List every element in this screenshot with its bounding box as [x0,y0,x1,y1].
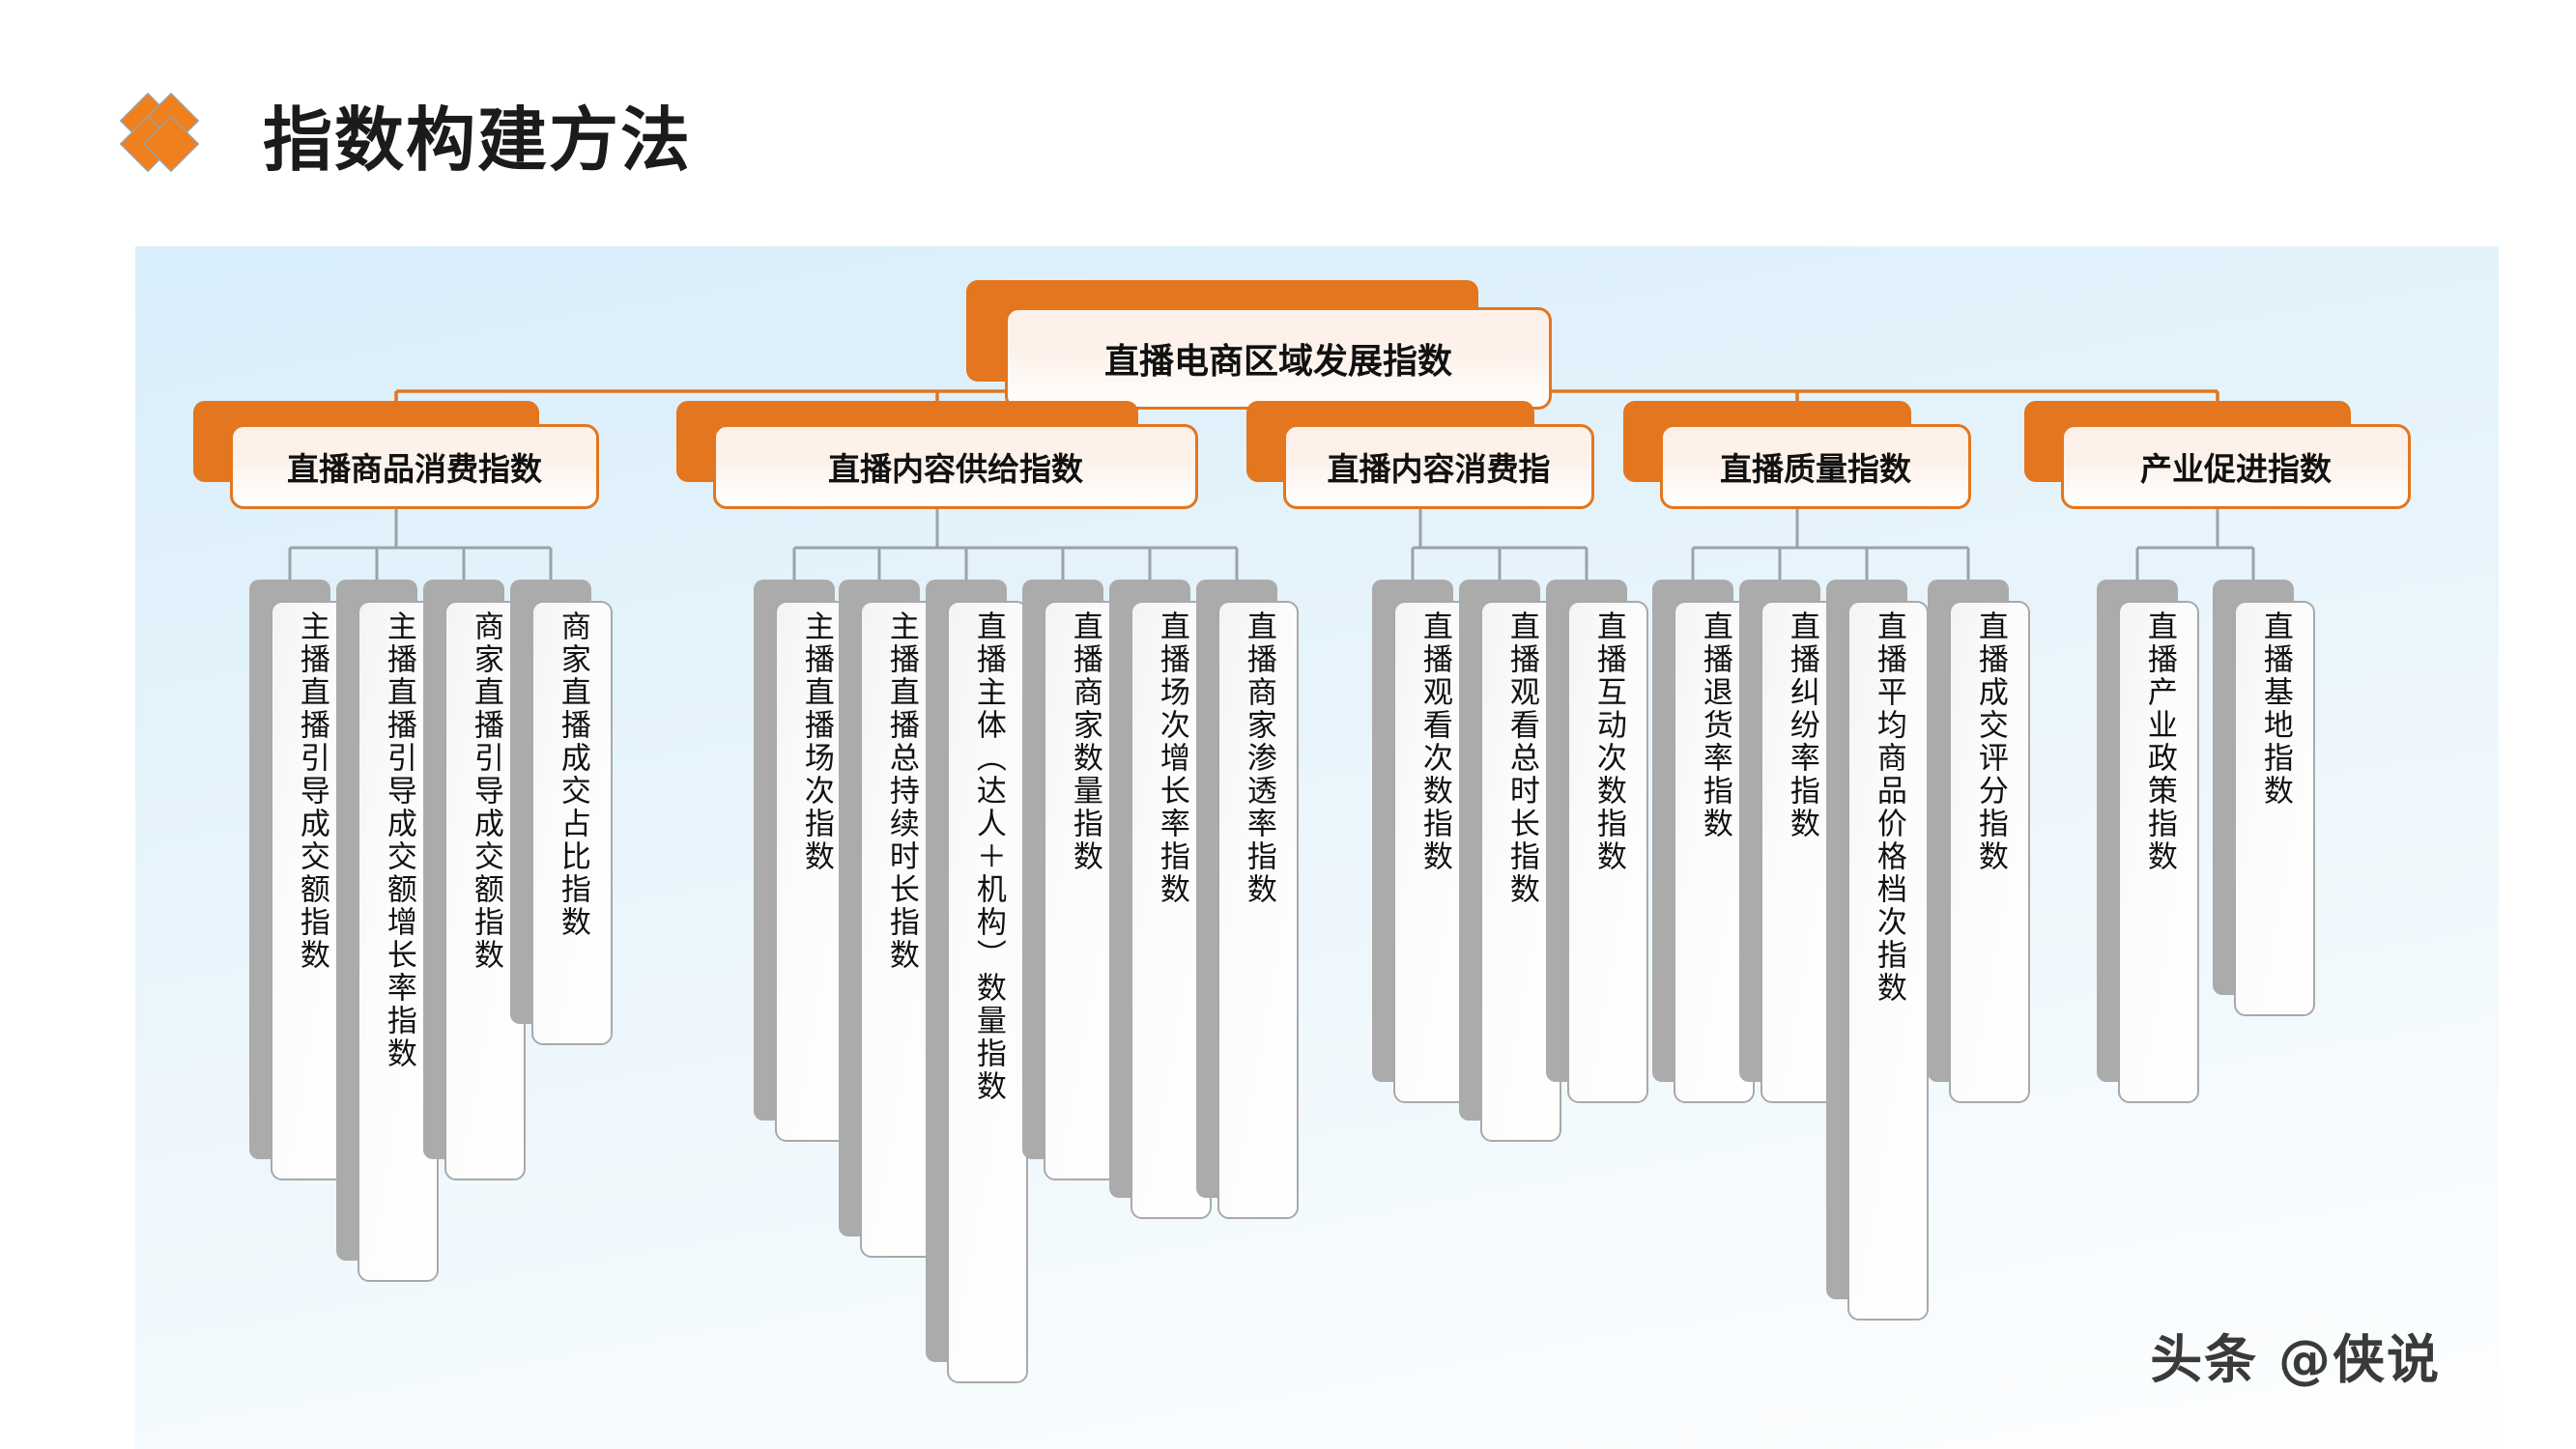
leaf-node-label: 直播基地指数 [2257,611,2293,808]
leaf-node-label: 直播观看次数指数 [1417,611,1452,873]
watermark: 头条 @侠说 [2150,1329,2441,1390]
leaf-node[interactable]: 直播产业政策指数 [2097,580,2199,1103]
leaf-node-label: 直播商家渗透率指数 [1241,611,1276,906]
branch-node-label: 直播内容供给指数 [713,424,1198,509]
branch-node-3[interactable]: 直播内容消费指 [1246,401,1594,509]
leaf-node-label: 商家直播成交占比指数 [555,611,590,939]
leaf-node-label: 商家直播引导成交额指数 [468,611,503,972]
leaf-node-face: 商家直播成交占比指数 [531,601,613,1045]
branch-node-2[interactable]: 直播内容供给指数 [676,401,1198,509]
leaf-node[interactable]: 直播主体（达人＋机构）数量指数 [926,580,1028,1383]
leaf-node-face: 直播主体（达人＋机构）数量指数 [947,601,1028,1383]
leaf-node[interactable]: 商家直播成交占比指数 [510,580,613,1045]
leaf-node-label: 直播场次增长率指数 [1154,611,1189,906]
leaf-node-label: 主播直播引导成交额指数 [294,611,329,972]
page-header: 指数构建方法 [0,0,2576,246]
branch-node-label: 直播内容消费指 [1283,424,1594,509]
leaf-node[interactable]: 直播互动次数指数 [1546,580,1648,1103]
leaf-node[interactable]: 直播平均商品价格档次指数 [1826,580,1929,1321]
root-node[interactable]: 直播电商区域发展指数 [966,280,1552,410]
leaf-node-label: 直播主体（达人＋机构）数量指数 [970,611,1006,1103]
leaf-node[interactable]: 直播成交评分指数 [1928,580,2030,1103]
leaf-node-label: 直播退货率指数 [1697,611,1732,840]
root-node-label: 直播电商区域发展指数 [1005,307,1552,410]
leaf-node[interactable]: 直播基地指数 [2213,580,2315,1016]
leaf-node-label: 直播成交评分指数 [1972,611,2008,873]
branch-node-label: 产业促进指数 [2061,424,2411,509]
branch-node-1[interactable]: 直播商品消费指数 [193,401,599,509]
branch-node-5[interactable]: 产业促进指数 [2024,401,2411,509]
leaf-node-label: 直播产业政策指数 [2141,611,2177,873]
leaf-node-face: 直播成交评分指数 [1949,601,2030,1103]
page-title: 指数构建方法 [263,99,693,181]
leaf-node-label: 直播纠纷率指数 [1784,611,1819,840]
branch-node-label: 直播质量指数 [1660,424,1971,509]
leaf-node-face: 直播商家渗透率指数 [1217,601,1299,1219]
leaf-node[interactable]: 直播商家渗透率指数 [1196,580,1299,1219]
leaf-node-face: 直播产业政策指数 [2118,601,2199,1103]
branch-node-4[interactable]: 直播质量指数 [1623,401,1971,509]
leaf-node-label: 直播平均商品价格档次指数 [1871,611,1906,1005]
leaf-node-face: 直播互动次数指数 [1567,601,1648,1103]
leaf-node-label: 直播互动次数指数 [1590,611,1626,873]
leaf-node-label: 主播直播引导成交额增长率指数 [381,611,416,1070]
leaf-node-label: 主播直播场次指数 [798,611,834,873]
four-diamond-logo-icon [97,70,222,195]
leaf-node[interactable]: 直播纠纷率指数 [1739,580,1842,1103]
branch-node-label: 直播商品消费指数 [230,424,599,509]
leaf-node-face: 直播基地指数 [2234,601,2315,1016]
leaf-node-label: 直播观看总时长指数 [1503,611,1539,906]
leaf-node-label: 主播直播总持续时长指数 [883,611,919,972]
gray-connectors [288,507,2255,580]
leaf-node-label: 直播商家数量指数 [1067,611,1102,873]
leaf-node-face: 直播平均商品价格档次指数 [1847,601,1929,1321]
diagram-panel: 直播电商区域发展指数 直播商品消费指数 直播内容供给指数 直播内容消费指 直播质… [135,246,2499,1449]
